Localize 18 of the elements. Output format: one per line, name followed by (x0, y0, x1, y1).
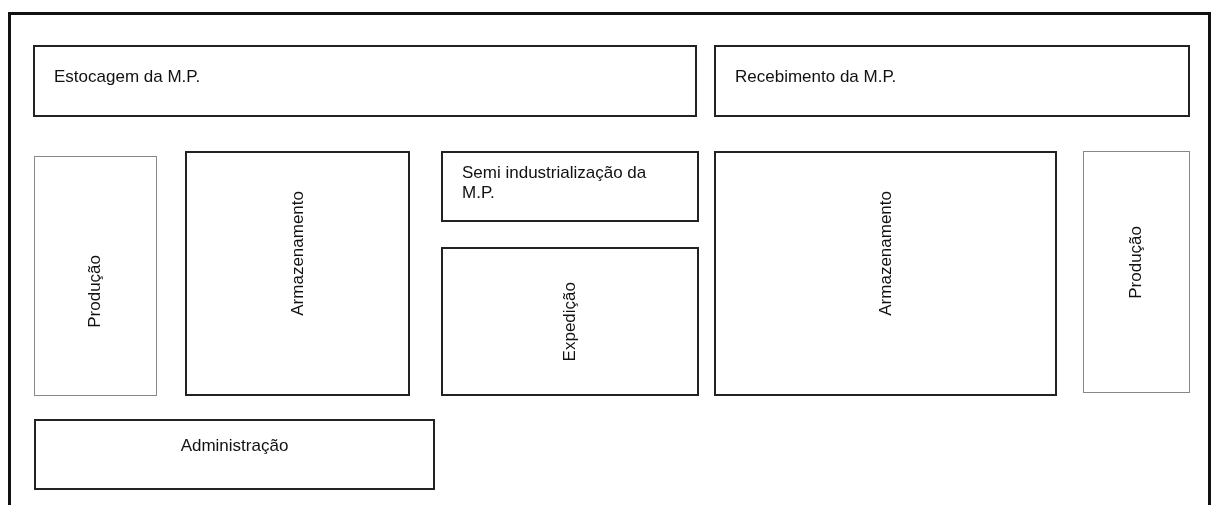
area-label: Produção (84, 254, 105, 328)
area-box (714, 151, 1057, 396)
area-label: Expedição (560, 281, 580, 361)
area-box (34, 156, 157, 396)
area-box (441, 247, 699, 396)
area-box (185, 151, 410, 396)
area-label: Recebimento da M.P. (735, 67, 898, 88)
area-label: Semi industrialização da M.P. (462, 163, 648, 204)
area-label: Armazenamento (287, 191, 308, 316)
area-box (1083, 151, 1190, 393)
area-box (441, 151, 699, 222)
area-label: Armazenamento (875, 191, 896, 316)
area-box (34, 419, 435, 490)
area-label: Administração (179, 436, 290, 457)
area-label: Estocagem da M.P. (54, 67, 202, 88)
area-label: Produção (1125, 225, 1146, 299)
area-box (714, 45, 1190, 117)
area-box (33, 45, 697, 117)
